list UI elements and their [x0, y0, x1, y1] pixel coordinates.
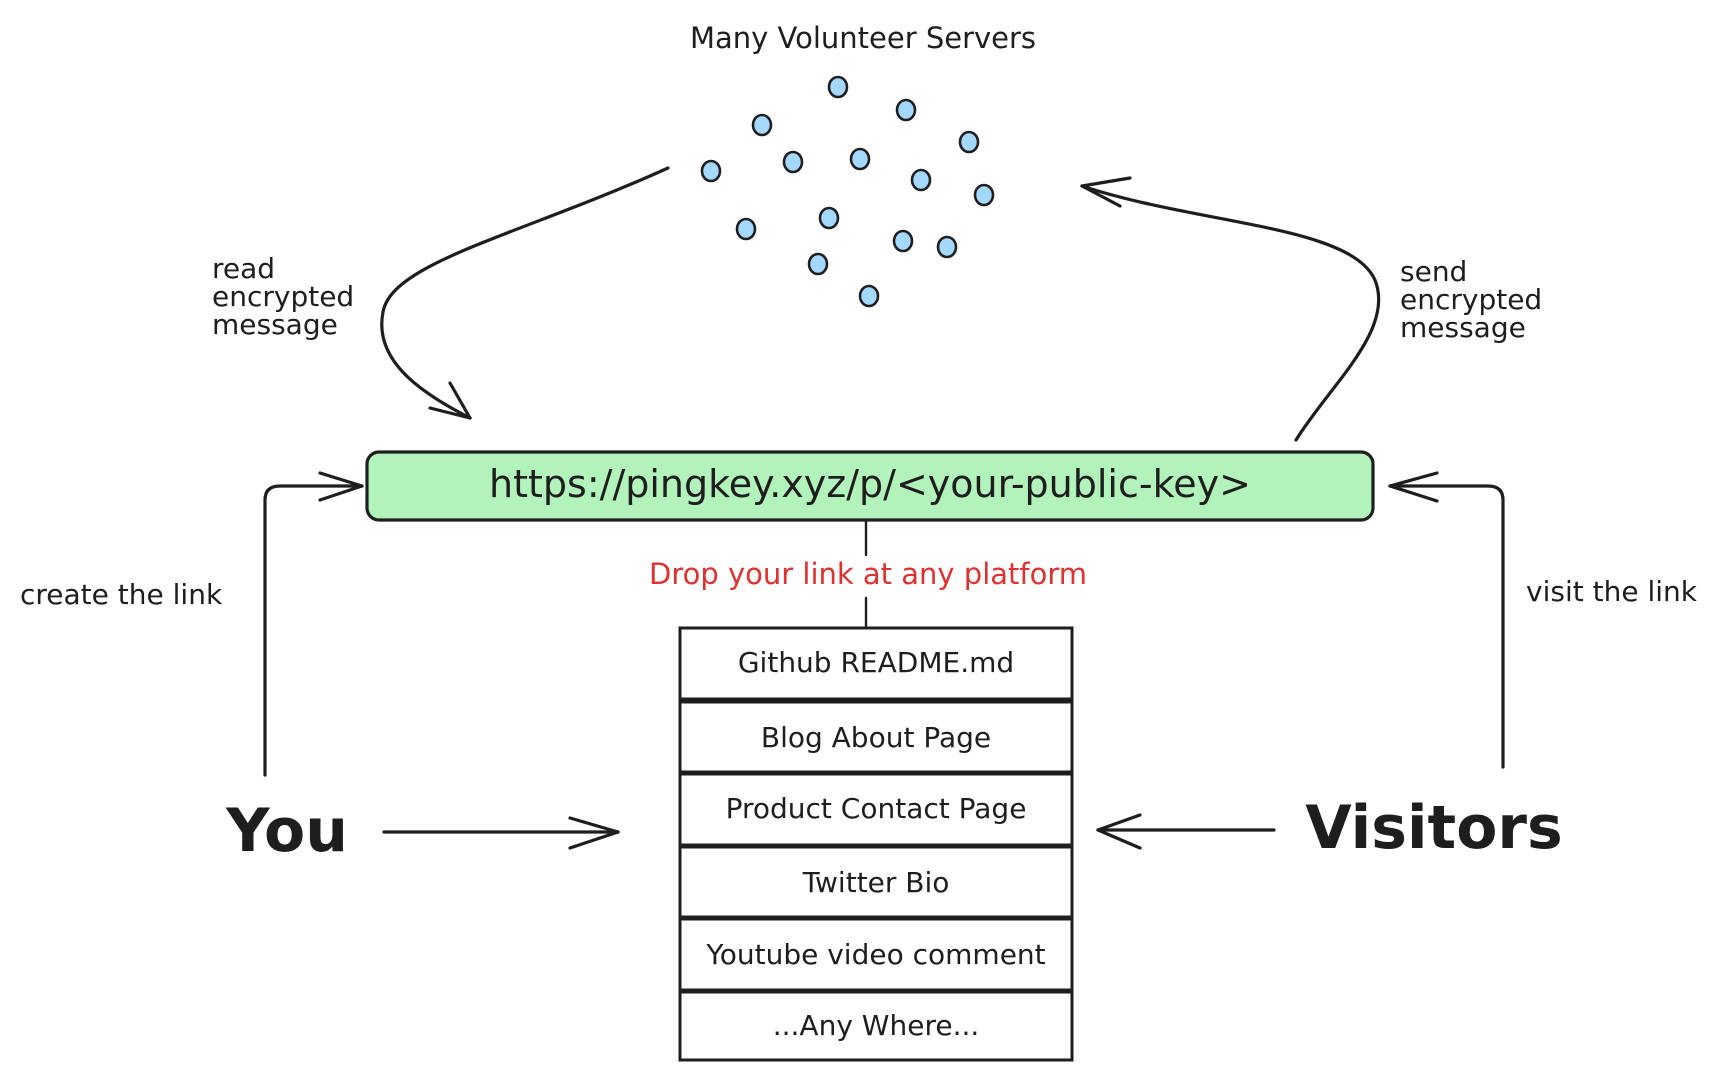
server-node	[895, 98, 917, 122]
platform-item-box	[678, 917, 1074, 992]
read-arrow	[380, 166, 670, 420]
platform-item-box	[678, 626, 1074, 701]
create-link-arrow	[263, 471, 364, 777]
read-label-line-1: read	[212, 252, 275, 285]
drop-link-text: Drop your link at any platform	[649, 557, 1087, 591]
visit-link-label: visit the link	[1526, 575, 1698, 608]
server-node	[910, 168, 932, 192]
send-arrow	[1080, 176, 1381, 442]
server-node	[782, 150, 804, 174]
server-node	[735, 217, 757, 241]
platform-item-product: Product Contact Page	[726, 792, 1027, 825]
platform-item-blog: Blog About Page	[761, 721, 991, 754]
platform-item-anywhere: ...Any Where...	[773, 1009, 980, 1042]
read-label-line-3: message	[212, 308, 338, 341]
visit-link-arrow	[1388, 471, 1505, 769]
server-node	[751, 113, 773, 137]
actor-you: You	[225, 796, 348, 866]
server-node	[700, 159, 722, 183]
link-bar[interactable]: https://pingkey.xyz/p/<your-public-key>	[365, 450, 1375, 522]
send-label-line-1: send	[1400, 255, 1467, 288]
send-label-line-3: message	[1400, 311, 1526, 344]
platform-item-twitter: Twitter Bio	[802, 866, 950, 899]
platform-item-github: Github README.md	[738, 646, 1014, 679]
you-to-platforms-arrow	[382, 816, 620, 850]
server-node	[936, 235, 958, 259]
server-node	[973, 183, 995, 207]
platform-item-box	[678, 700, 1074, 774]
server-node	[892, 229, 914, 253]
server-node	[807, 252, 829, 276]
server-node	[858, 284, 880, 308]
platform-item-box	[678, 990, 1074, 1062]
send-label-line-2: encrypted	[1400, 283, 1542, 316]
read-label-line-2: encrypted	[212, 280, 354, 313]
platform-item-box	[678, 845, 1074, 919]
read-label: read encrypted message	[212, 252, 363, 341]
platform-item-youtube: Youtube video comment	[705, 938, 1045, 971]
create-link-label: create the link	[20, 578, 223, 611]
send-label: send encrypted message	[1400, 255, 1551, 344]
server-node	[827, 75, 849, 99]
server-node-cloud	[700, 75, 995, 308]
link-url[interactable]: https://pingkey.xyz/p/<your-public-key>	[489, 462, 1251, 506]
server-node	[958, 130, 980, 154]
visitors-to-platforms-arrow	[1096, 813, 1276, 850]
platform-list: Github README.md Blog About Page Product…	[678, 626, 1074, 1062]
actor-visitors: Visitors	[1305, 793, 1562, 863]
server-node	[818, 206, 840, 230]
servers-title: Many Volunteer Servers	[690, 21, 1036, 55]
link-bar-box[interactable]	[365, 450, 1375, 522]
platform-item-box	[678, 772, 1074, 847]
server-node	[849, 147, 871, 171]
